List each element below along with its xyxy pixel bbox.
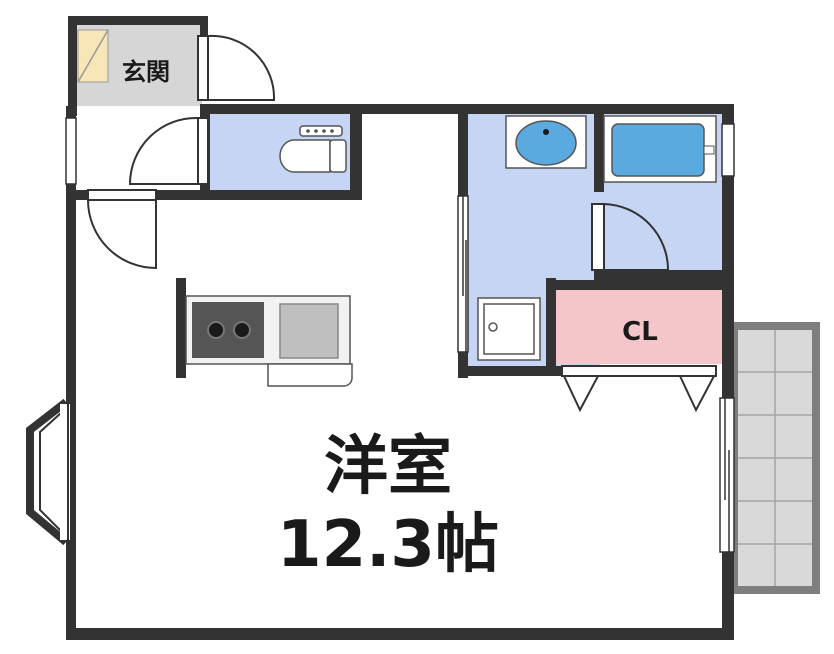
- closet-floor: [556, 288, 722, 364]
- bay-window: [26, 398, 70, 546]
- washing-machine-icon: [477, 297, 541, 361]
- bathtub-icon: [603, 115, 717, 183]
- hall-window: [65, 117, 77, 185]
- shoe-cabinet: [77, 29, 109, 83]
- toilet-door: [128, 116, 209, 185]
- kitchen-counter: [185, 295, 353, 387]
- closet-label: CL: [622, 317, 658, 347]
- washroom-sliding-door: [457, 195, 469, 353]
- bathroom-door: [591, 203, 670, 271]
- room-size-label: 12.3帖: [277, 508, 499, 582]
- entrance-door: [197, 34, 276, 101]
- room-type-label: 洋室: [324, 430, 452, 504]
- stove-burner-icon: [233, 321, 251, 339]
- closet-door: [561, 365, 717, 413]
- entrance-label: 玄関: [122, 58, 170, 86]
- balcony: [730, 322, 820, 594]
- bathroom-window: [721, 123, 735, 177]
- stove-burner-icon: [207, 321, 225, 339]
- wash-basin-icon: [505, 115, 587, 169]
- room-door: [87, 189, 157, 270]
- balcony-window: [719, 397, 735, 553]
- toilet-icon: [279, 125, 347, 173]
- kitchen-sink-icon: [279, 303, 339, 359]
